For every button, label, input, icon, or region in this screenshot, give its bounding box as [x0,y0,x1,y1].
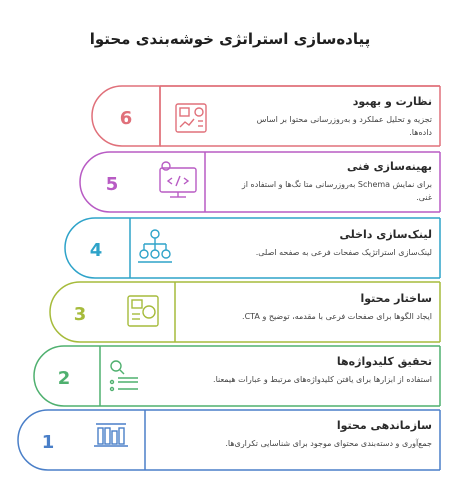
step-number: 5 [106,174,119,195]
step-3: 3 [49,281,441,343]
step-number: 2 [58,368,71,389]
step-heading: ساختار محتوا [360,292,432,305]
step-description: لینک‌سازی استراتژیک صفحات فرعی به صفحه ا… [255,248,432,257]
step-number: 3 [74,304,87,325]
content-structure-icon [127,295,159,327]
step-heading: نظارت و بهبود [352,95,432,108]
step-heading: بهینه‌سازی فنی [346,160,432,173]
step-6-text: نظارت و بهبود تجزیه و تحلیل عملکرد و به‌… [236,95,432,139]
step-2-text: تحقیق کلیدواژه‌ها استفاده از ابزارها برا… [150,355,432,386]
step-5: 5 [79,151,441,213]
network-hierarchy-icon [138,229,172,263]
step-4: 4 [64,217,441,279]
step-heading: لینک‌سازی داخلی [339,228,432,241]
step-1: 1 [17,409,441,471]
step-4-text: لینک‌سازی داخلی لینک‌سازی استراتژیک صفحا… [200,228,432,259]
step-heading: سازماندهی محتوا [336,419,432,432]
step-description: تجزیه و تحلیل عملکرد و به‌روزرسانی محتوا… [256,115,432,137]
step-description: ایجاد الگوها برای صفحات فرعی با مقدمه، ت… [242,312,432,321]
step-3-text: ساختار محتوا ایجاد الگوها برای صفحات فرع… [186,292,432,323]
step-2: 2 [33,345,441,407]
step-6: 6 [91,85,441,147]
page-title: پیاده‌سازی استراتژی خوشه‌بندی محتوا [89,30,371,48]
step-heading: تحقیق کلیدواژه‌ها [336,355,432,368]
analytics-board-icon [175,103,207,133]
step-1-text: سازماندهی محتوا جمع‌آوری و دسته‌بندی محت… [160,419,432,450]
step-description: برای نمایش Schema به‌روزرسانی متا تگ‌ها … [241,180,432,202]
step-number: 1 [42,432,55,453]
step-description: استفاده از ابزارها برای یافتن کلیدواژه‌ه… [213,375,432,384]
step-number: 4 [90,240,103,261]
settings-code-icon [159,161,197,198]
step-number: 6 [120,108,133,129]
step-description: جمع‌آوری و دسته‌بندی محتوای موجود برای ش… [225,439,432,448]
search-list-icon [109,360,138,392]
library-books-icon [94,423,128,447]
step-5-text: بهینه‌سازی فنی برای نمایش Schema به‌روزر… [226,160,432,204]
